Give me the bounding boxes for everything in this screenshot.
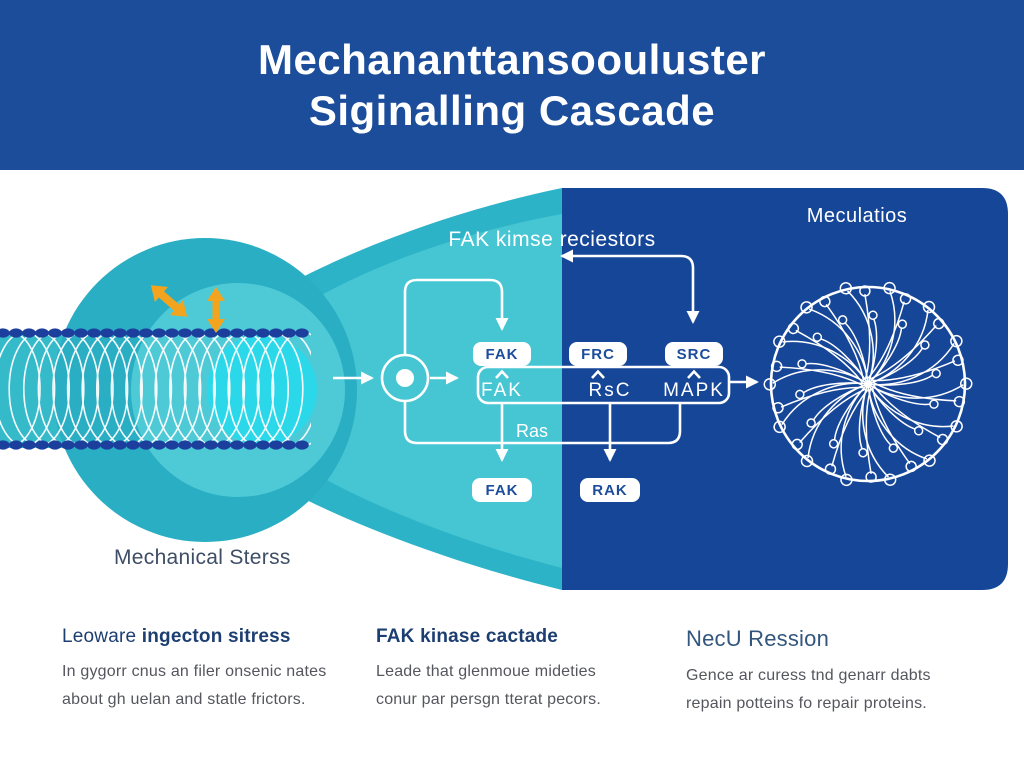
title-line-2: Siginalling Cascade: [308, 87, 716, 134]
ras-loop: [403, 401, 682, 445]
stress-zone-core: [207, 335, 317, 445]
footer-column-expression: NecU Ression Gence ar curess tnd genarr …: [686, 626, 986, 717]
rak-label: RAK: [592, 482, 628, 499]
stress-arrows: [150, 285, 225, 333]
frc-label: FRC: [581, 346, 615, 363]
footer-column-cascade: FAK kinase cactade Leade that glenmoue m…: [376, 626, 676, 713]
feedback-elbow: [560, 249, 700, 324]
fak-bottom-label: FAK: [486, 482, 519, 499]
mechanical-stress-label: Mechanical Sterss: [114, 546, 291, 569]
title-line-1: Mechananttansoouluster: [257, 35, 767, 83]
ras-label: Ras: [516, 421, 548, 441]
cascade-row-labels: FAK RsC MAPK Ras: [481, 380, 725, 441]
panel-label: Meculatios: [807, 205, 908, 227]
flow-connectors: [333, 249, 759, 462]
cascade-fak-label: FAK: [481, 380, 523, 401]
chevron-up-1: [495, 369, 509, 379]
mechanosensor-node-dot: [396, 369, 414, 387]
footer-body-1-line-1: In gygorr cnus an filer onsenic nates: [62, 663, 327, 680]
footer-body-3-line-1: Gence ar curess tnd genarr dabts: [686, 667, 931, 684]
cascade-rect: [476, 365, 731, 405]
src-label: SRC: [677, 346, 712, 363]
node-to-fak-elbow: [403, 278, 509, 354]
footer-heading-1-prefix: Leoware: [62, 626, 142, 647]
title-banner: Mechananttansoouluster Siginalling Casca…: [0, 0, 1024, 170]
footer-body-2-line-1: Leade that glenmoue mideties: [376, 663, 596, 680]
vertical-stress-arrow-icon: [207, 287, 225, 333]
footer-body-2: Leade that glenmoue mideties conur par p…: [376, 658, 676, 713]
footer-heading-2-bold: FAK kinase cactade: [376, 626, 559, 647]
footer-heading-3-text: NecU Ression: [686, 626, 830, 651]
footer-body-3-line-2: repain potteins fo repair proteins.: [686, 694, 927, 712]
footer-column-mechanical: Leoware ingecton sitress In gygorr cnus …: [62, 626, 362, 713]
flow-boxes: FAK FRC SRC FAK RAK: [472, 342, 723, 502]
receptor-label: FAK kimse reciestors: [448, 228, 655, 251]
diagonal-stress-arrow-icon: [150, 285, 188, 317]
footer-body-1: In gygorr cnus an filer onsenic nates ab…: [62, 658, 362, 713]
footer-heading-1-bold: ingecton sitress: [141, 626, 291, 647]
footer-body-2-line-2: conur par persgn tterat pecors.: [376, 690, 601, 708]
footer-body-1-line-2: about gh uelan and statle frictors.: [62, 690, 306, 708]
fak-top-box: [473, 342, 531, 366]
chevron-up-3: [687, 369, 701, 379]
page-title: Mechananttansoouluster Siginalling Casca…: [258, 34, 766, 136]
cascade-mapk-label: MAPK: [663, 380, 725, 401]
src-box: [665, 342, 723, 366]
footer-heading-3: NecU Ression: [686, 626, 986, 652]
fibril-beads: [0, 328, 309, 450]
frc-box: [569, 342, 627, 366]
fak-bottom-box: [472, 478, 532, 502]
rak-box: [580, 478, 640, 502]
footer-heading-1: Leoware ingecton sitress: [62, 626, 362, 648]
footer-body-3: Gence ar curess tnd genarr dabts repain …: [686, 662, 986, 717]
cascade-rsc-label: RsC: [589, 380, 632, 401]
chevron-up-2: [591, 369, 605, 379]
footer-heading-2: FAK kinase cactade: [376, 626, 676, 648]
mandala: [763, 281, 973, 487]
fak-top-label: FAK: [486, 346, 519, 363]
